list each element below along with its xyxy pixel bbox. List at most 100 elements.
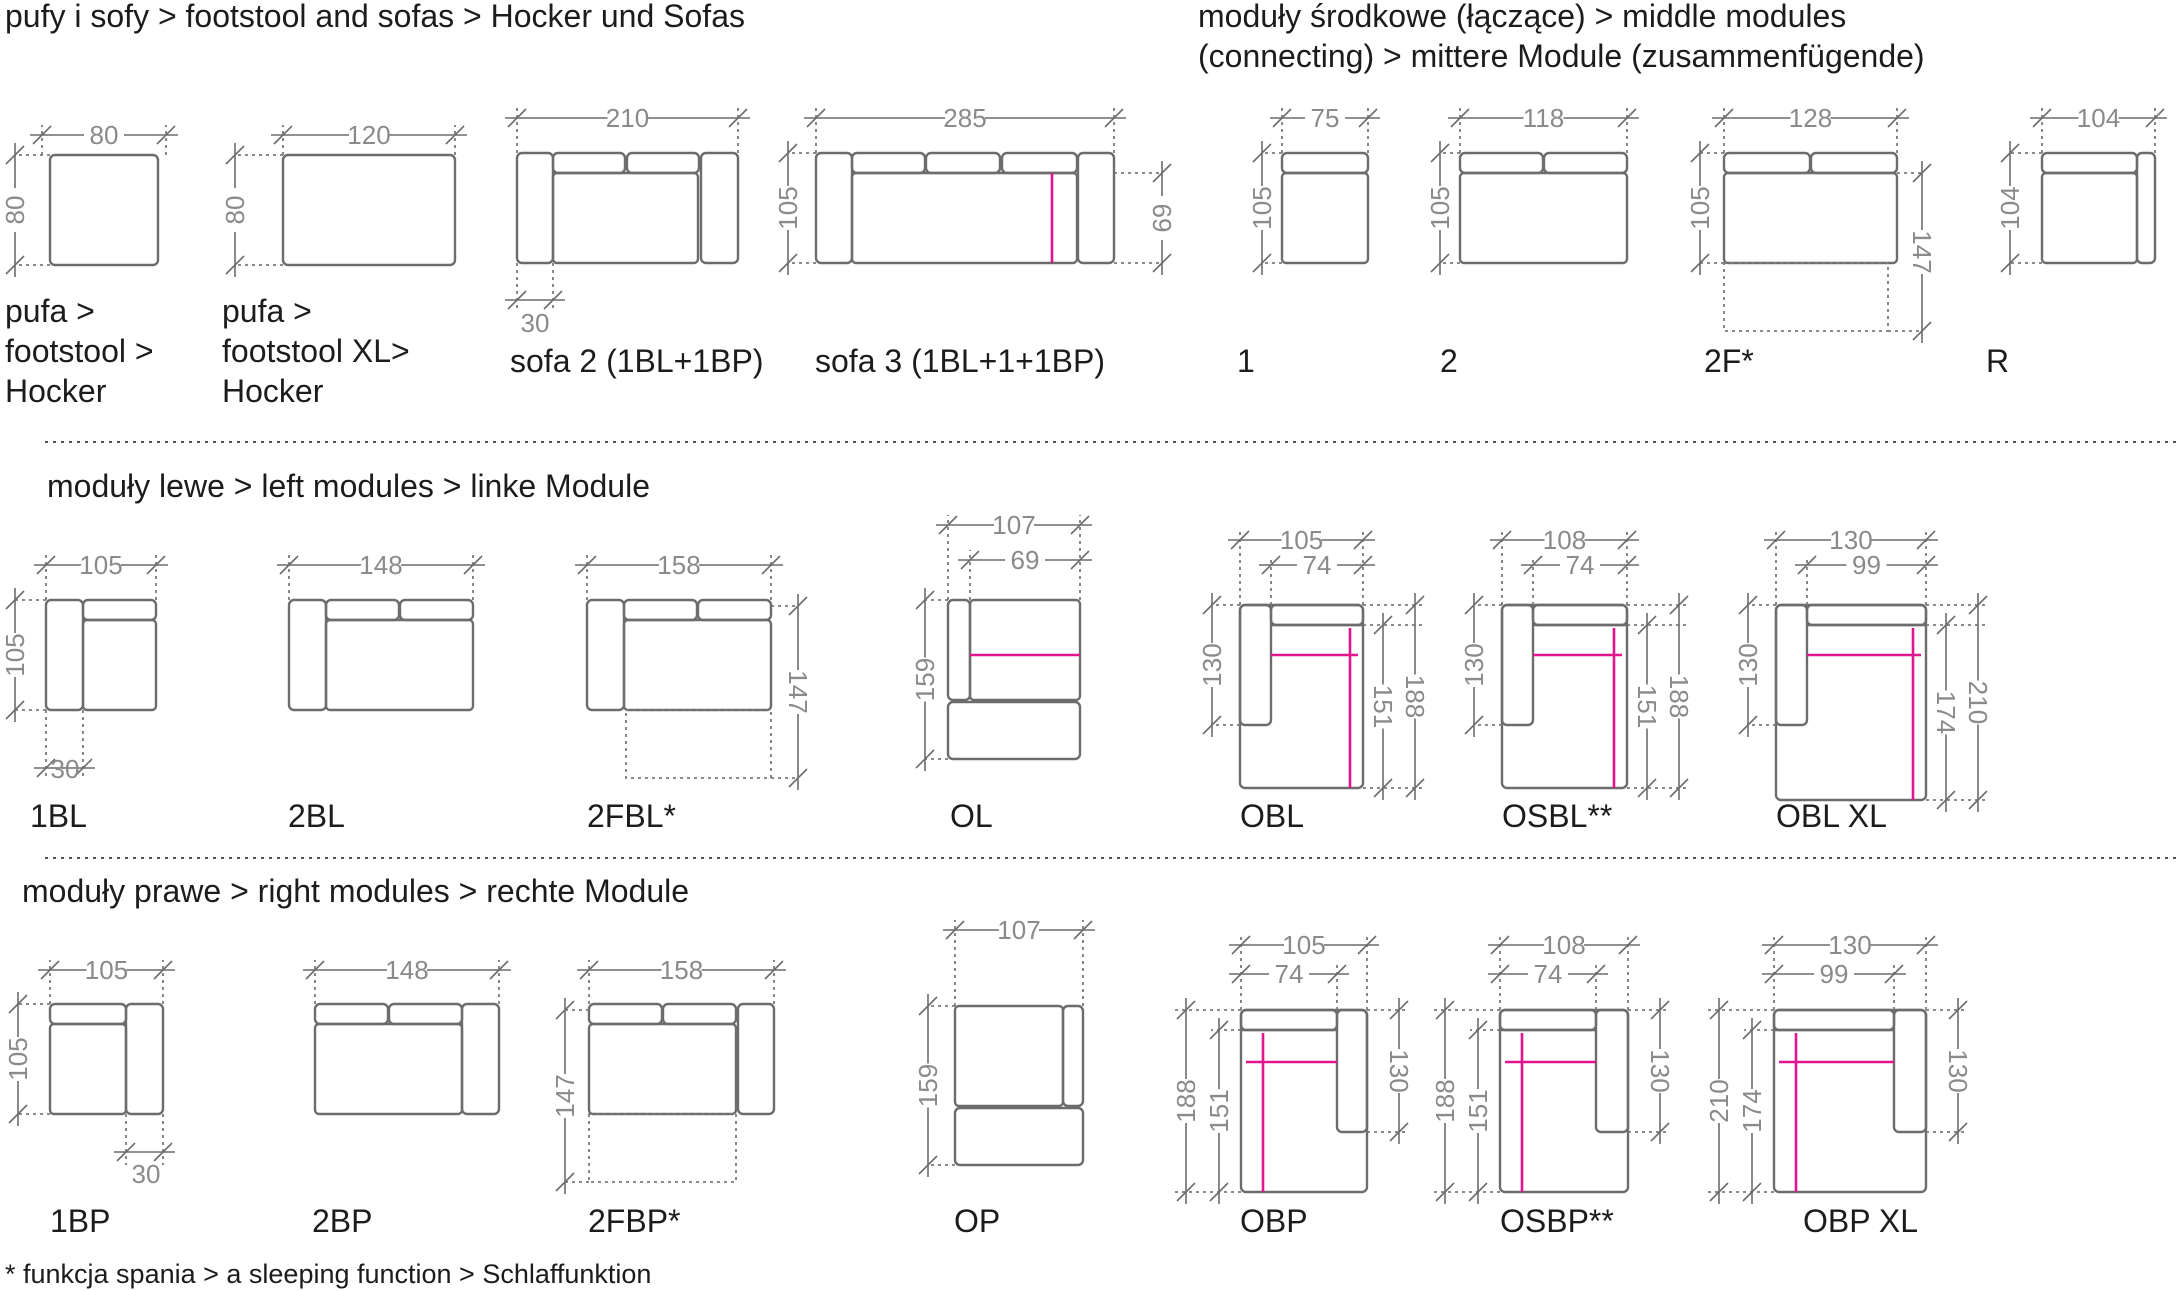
- dimension-tick: [1353, 555, 1373, 575]
- dimension-value: 30: [521, 308, 550, 338]
- outline-shape: [48, 153, 160, 267]
- dimension-tick: [8, 1104, 28, 1124]
- dimension-tick: [1709, 1000, 1729, 1020]
- dimension-value: 159: [910, 658, 940, 701]
- dimension-value: 30: [51, 754, 80, 784]
- outline-shape: [1809, 151, 1899, 175]
- outline-shape: [1280, 151, 1370, 175]
- dimension-tick: [1912, 163, 1932, 183]
- outline-shape: [2135, 151, 2157, 265]
- dimension-tick: [225, 255, 245, 275]
- dimension-value: 148: [385, 955, 428, 985]
- dimension-value: 130: [1733, 643, 1763, 686]
- dimension-tick: [1617, 108, 1637, 128]
- dimension-value: 130: [1197, 643, 1227, 686]
- dimension-tick: [1669, 778, 1689, 798]
- dimension-value: 105: [1685, 186, 1715, 229]
- dimension-tick: [1252, 253, 1272, 273]
- dimension-value: 130: [1384, 1049, 1414, 1092]
- dimension-value: 210: [606, 103, 649, 133]
- dimension-tick: [1738, 595, 1758, 615]
- outline-shape: [953, 1004, 1065, 1108]
- dimension-tick: [1637, 778, 1657, 798]
- outline-shape: [946, 598, 972, 702]
- dimension-value: 159: [913, 1064, 943, 1107]
- outline-shape: [696, 598, 773, 622]
- dimension-value: 188: [1664, 675, 1694, 718]
- dimension-tick: [1176, 1000, 1196, 1020]
- dimension-label-bg: [1528, 959, 1568, 987]
- module-name: 2F*: [1704, 343, 1754, 379]
- dimension-tick: [1230, 530, 1250, 550]
- dimension-tick: [1152, 163, 1172, 183]
- outline-shape: [622, 598, 699, 622]
- outline-shape: [814, 151, 854, 265]
- dimension-tick: [1738, 715, 1758, 735]
- dimension-value: 158: [660, 955, 703, 985]
- dimension-tick: [728, 108, 748, 128]
- dimension-tick: [1373, 778, 1393, 798]
- outline-shape: [1335, 1008, 1369, 1134]
- dimension-tick: [788, 596, 808, 616]
- dimension-value: 74: [1534, 959, 1563, 989]
- outline-shape: [736, 1002, 776, 1116]
- dimension-tick: [1490, 935, 1510, 955]
- outline-shape: [1238, 603, 1273, 727]
- dimension-label-bg: [1463, 1089, 1493, 1133]
- dimension-value: 80: [90, 120, 119, 150]
- dimension-label-bg: [1733, 643, 1763, 687]
- outline-shape: [124, 1002, 165, 1116]
- outline-shape: [968, 598, 1082, 702]
- dimension-tick: [1073, 920, 1093, 940]
- module-name: footstool >: [5, 333, 154, 369]
- outline-shape: [1500, 603, 1629, 790]
- dimension-tick: [5, 255, 25, 275]
- dimension-value: 108: [1542, 930, 1585, 960]
- dimension-value: 130: [1459, 643, 1489, 686]
- dimension-label-bg: [1425, 186, 1455, 230]
- dimension-tick: [555, 1172, 575, 1192]
- outline-shape: [324, 618, 475, 712]
- dimension-label-bg: [1544, 525, 1585, 553]
- outline-shape: [551, 151, 627, 175]
- dimension-value: 285: [943, 103, 986, 133]
- dimension-value: 107: [992, 510, 1035, 540]
- dimension-tick: [1714, 108, 1734, 128]
- dimension-label-bg: [1664, 674, 1694, 719]
- outline-shape: [585, 598, 626, 712]
- outline-shape: [1269, 603, 1365, 627]
- dimension-value: 104: [1995, 186, 2025, 229]
- dimension-tick: [1070, 515, 1090, 535]
- heading-middle: (connecting) > mittere Module (zusammenf…: [1198, 38, 1925, 74]
- dimension-tick: [1231, 935, 1251, 955]
- outline-shape: [515, 151, 555, 265]
- dimension-label-bg: [1204, 1089, 1234, 1133]
- dimension-tick: [2000, 143, 2020, 163]
- module-name: OP: [954, 1203, 1000, 1239]
- outline-shape: [387, 1002, 464, 1026]
- dimension-value: 188: [1171, 1079, 1201, 1122]
- dimension-value: 120: [347, 120, 390, 150]
- dimension-value: 210: [1963, 681, 1993, 724]
- dimension-value: 147: [1907, 230, 1937, 273]
- dimension-label-bg: [1814, 959, 1854, 987]
- dimension-tick: [225, 145, 245, 165]
- dimension-value: 147: [783, 670, 813, 713]
- dimension-tick: [1887, 108, 1907, 128]
- dimension-value: 30: [132, 1159, 161, 1189]
- extension-outline: [1723, 262, 1889, 332]
- outline-shape: [48, 1002, 128, 1026]
- dimension-label-bg: [1963, 680, 1993, 725]
- dimension-value: 151: [1368, 685, 1398, 728]
- module-name: 2BP: [312, 1203, 372, 1239]
- module-name: OSBL**: [1502, 798, 1612, 834]
